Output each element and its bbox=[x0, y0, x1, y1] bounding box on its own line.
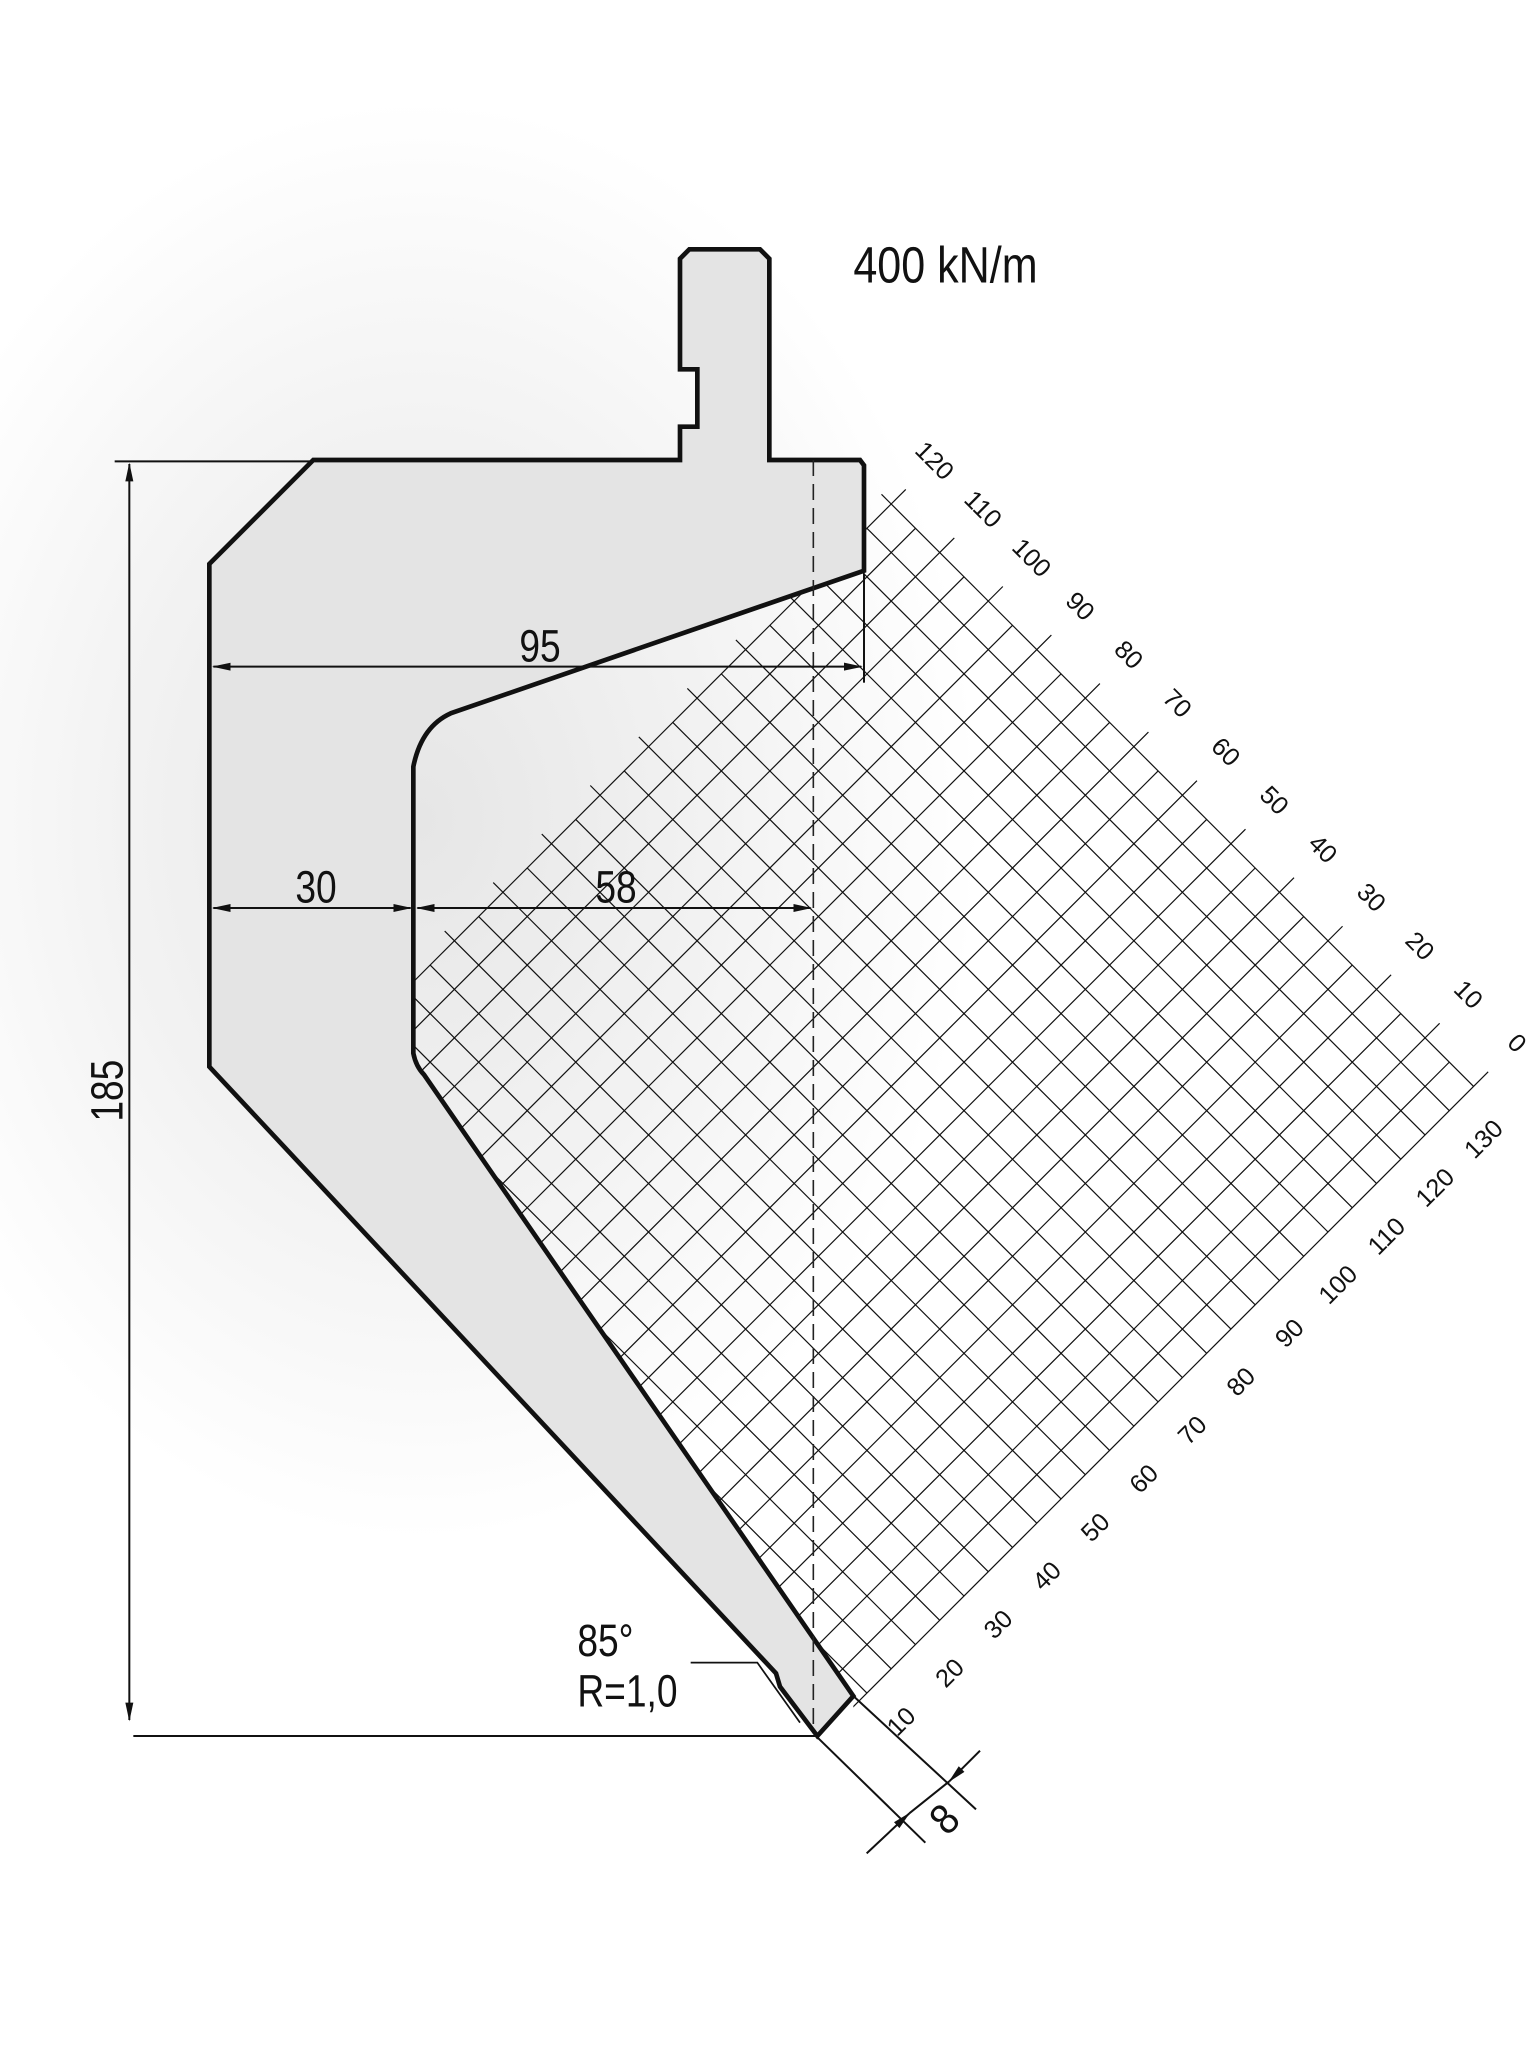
grid-label-u: 40 bbox=[1027, 1556, 1067, 1596]
grid-line-u bbox=[735, 639, 1329, 1233]
grid-line-u bbox=[492, 882, 1086, 1476]
grid-label-u: 110 bbox=[1363, 1212, 1411, 1260]
punch-outline bbox=[207, 247, 867, 1740]
grid-line-u bbox=[784, 590, 1377, 1184]
grid-label-u: 10 bbox=[882, 1702, 922, 1742]
dimension-line-8b bbox=[948, 1749, 981, 1783]
grid-line-u bbox=[686, 688, 1280, 1281]
grid-label-u: 20 bbox=[930, 1653, 970, 1693]
grid-line-v bbox=[696, 925, 1343, 1573]
grid-label-u: 120 bbox=[1411, 1163, 1461, 1213]
grid-line-v bbox=[413, 489, 907, 1136]
grid-line-u bbox=[444, 930, 1038, 1524]
grid-label-v: 90 bbox=[1060, 587, 1100, 627]
wall-label: 30 bbox=[295, 861, 336, 912]
extension-line-tip-1 bbox=[816, 1736, 927, 1844]
grid-line-v bbox=[453, 683, 1101, 1330]
grid-line-u bbox=[638, 736, 1232, 1330]
throat-label: 58 bbox=[595, 861, 636, 912]
dimension-line-8 bbox=[908, 1780, 950, 1815]
grid-label-v: 60 bbox=[1206, 732, 1246, 772]
grid-line-v bbox=[413, 634, 1052, 1281]
grid-line-v bbox=[599, 828, 1246, 1476]
grid-labels: 1020304050607080901001101201300102030405… bbox=[882, 436, 1532, 1742]
grid-label-v: 20 bbox=[1400, 926, 1440, 966]
dimension-line-8a bbox=[865, 1812, 911, 1855]
grid-line-v bbox=[429, 673, 1062, 1306]
grid-label-v: 100 bbox=[1006, 533, 1056, 583]
height-label: 185 bbox=[81, 1060, 132, 1122]
tip-offset-label: 8 bbox=[920, 1794, 969, 1843]
grid-label-u: 100 bbox=[1314, 1260, 1364, 1310]
tonnage-label: 400 kN/m bbox=[853, 236, 1037, 293]
grid-label-u: 130 bbox=[1459, 1115, 1509, 1165]
grid-line-v bbox=[842, 1071, 1489, 1718]
grid-label-v: 70 bbox=[1157, 684, 1197, 724]
grid-line-v bbox=[745, 974, 1392, 1621]
grid-label-u: 30 bbox=[979, 1605, 1019, 1645]
grid-line-v bbox=[413, 624, 1013, 1257]
grid-line-v bbox=[672, 916, 1305, 1548]
grid-line-v bbox=[526, 770, 1159, 1403]
grid-label-v: 0 bbox=[1502, 1029, 1532, 1059]
grid-line-v bbox=[769, 1013, 1402, 1645]
grid-line-v bbox=[648, 877, 1295, 1524]
grid-label-v: 110 bbox=[959, 485, 1007, 533]
grid-label-v: 50 bbox=[1254, 781, 1294, 821]
grid-label-u: 60 bbox=[1124, 1459, 1164, 1499]
tip-leader-line bbox=[690, 1661, 801, 1724]
grid-line-u bbox=[589, 785, 1183, 1379]
grid-label-v: 30 bbox=[1351, 878, 1391, 918]
grid-label-v: 40 bbox=[1303, 829, 1343, 869]
grid-line-u bbox=[413, 979, 989, 1573]
extension-line-tip-2 bbox=[852, 1695, 977, 1811]
width-label: 95 bbox=[519, 620, 560, 671]
grid-line-u bbox=[541, 833, 1135, 1427]
grid-label-u: 70 bbox=[1173, 1411, 1213, 1451]
grid-line-v bbox=[413, 527, 916, 1160]
angle-label: 85° bbox=[577, 1614, 633, 1665]
grid-line-v bbox=[720, 964, 1353, 1597]
grid-line-u bbox=[832, 542, 1426, 1136]
grid-label-v: 80 bbox=[1108, 635, 1148, 675]
grid-label-u: 50 bbox=[1076, 1508, 1116, 1548]
grid-label-u: 90 bbox=[1270, 1314, 1310, 1354]
grid-line-v bbox=[478, 721, 1111, 1354]
grid-label-u: 80 bbox=[1221, 1362, 1261, 1402]
grid-line-v bbox=[575, 819, 1208, 1451]
grid-line-v bbox=[817, 1061, 1450, 1694]
grid-line-v bbox=[793, 1022, 1441, 1670]
grid-line-v bbox=[551, 780, 1198, 1427]
grid-label-v: 10 bbox=[1448, 975, 1488, 1015]
grid-line-u bbox=[881, 493, 1475, 1087]
radius-label: R=1,0 bbox=[577, 1665, 677, 1716]
grid-line-v bbox=[623, 867, 1256, 1500]
bending-grid bbox=[413, 489, 1489, 1718]
grid-label-v: 120 bbox=[909, 436, 959, 486]
grid-line-v bbox=[502, 731, 1149, 1379]
